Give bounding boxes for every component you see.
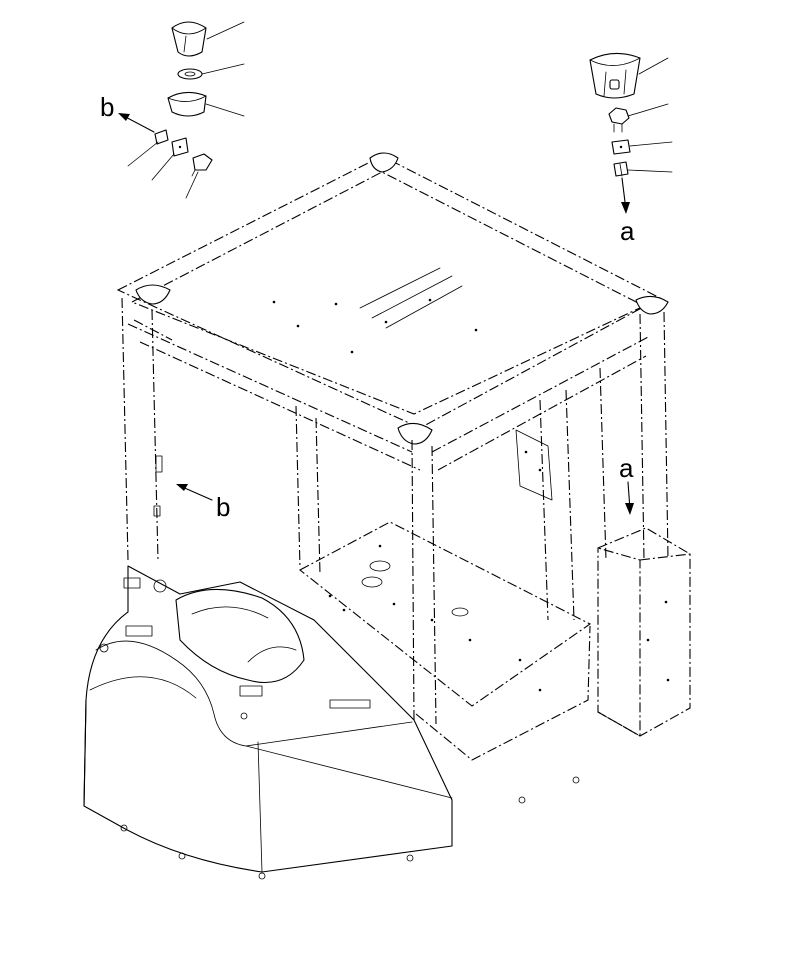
nut-bottom-right <box>613 161 629 177</box>
arrow-to-b-cab <box>176 484 213 501</box>
label-a-top-right: a <box>620 216 635 246</box>
plate-top-left-1 <box>154 129 169 145</box>
right-side-box <box>597 527 691 737</box>
arrow-to-a-top <box>621 177 630 214</box>
cab-floor <box>298 521 592 761</box>
socket-top-left <box>167 91 207 117</box>
cab-pillars <box>121 297 669 725</box>
nut-top-right <box>608 107 630 133</box>
label-b-top-left: b <box>100 92 114 122</box>
label-b-cab: b <box>216 492 230 522</box>
detail-left <box>118 21 245 199</box>
arrow-to-b-top <box>118 113 155 133</box>
clip-top-right <box>611 139 631 155</box>
label-a-cab: a <box>619 453 634 483</box>
detail-right <box>589 52 673 214</box>
washer-top-left <box>177 68 203 80</box>
arrow-to-a-cab <box>625 481 634 515</box>
bolt-top-left <box>191 153 213 177</box>
cab-base <box>83 565 580 880</box>
cap-top-left <box>171 21 207 57</box>
cab-roof <box>116 152 669 445</box>
cap-top-right <box>589 52 641 99</box>
plate-top-left-2 <box>171 137 189 157</box>
